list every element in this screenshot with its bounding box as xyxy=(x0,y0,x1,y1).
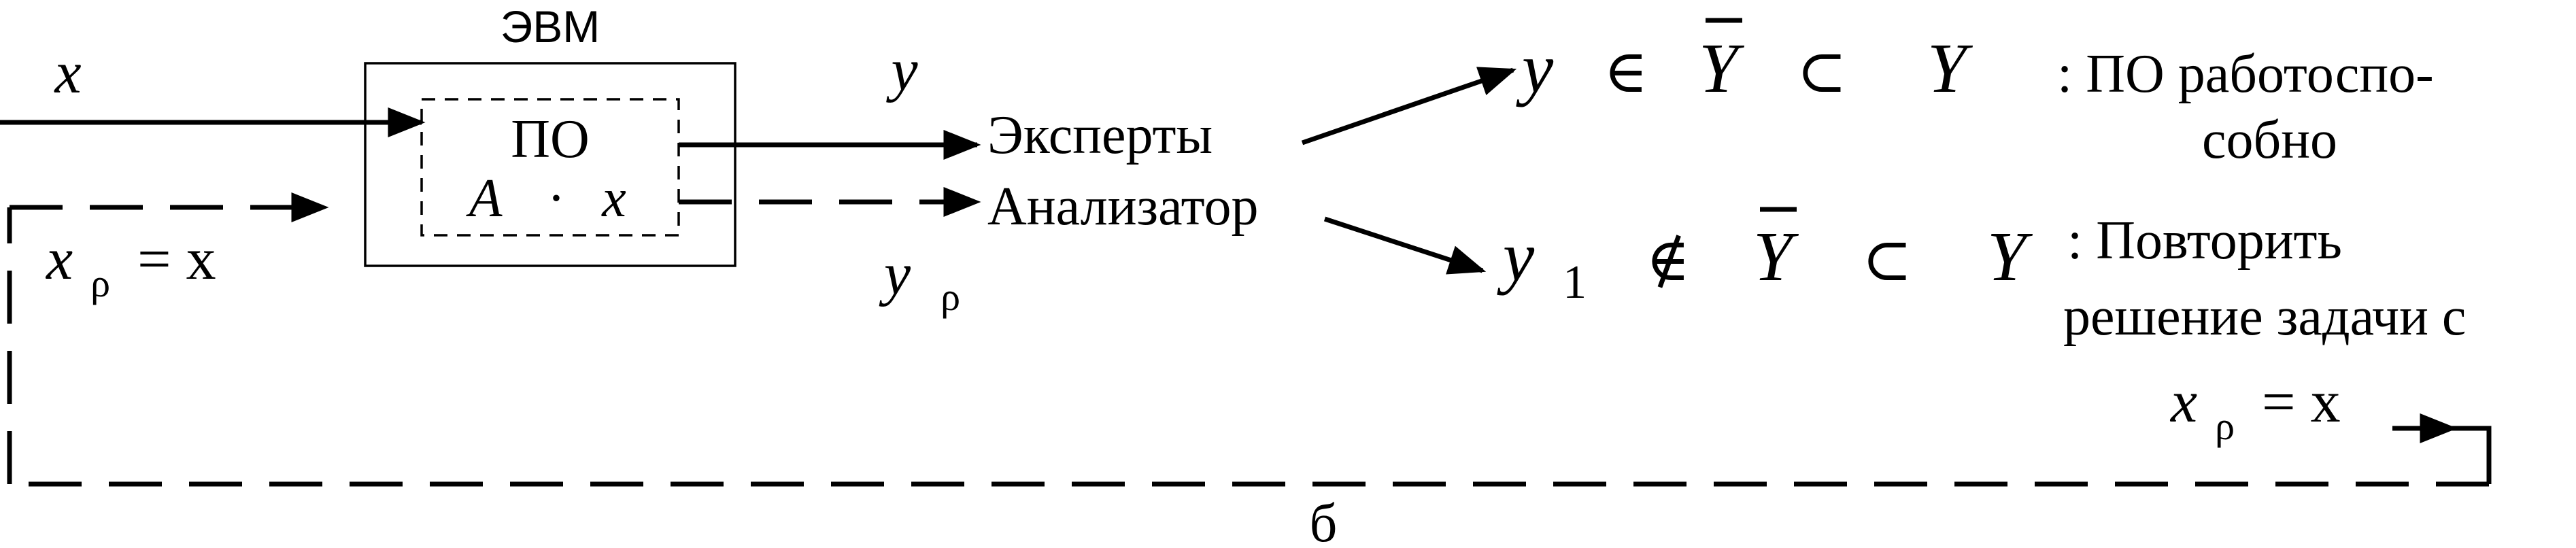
xp-left-eq: = x xyxy=(137,226,216,292)
operator-A: A xyxy=(466,169,503,228)
repeat-text-line2: решение задачи с xyxy=(2063,287,2466,347)
output-y-label: y xyxy=(885,37,918,103)
repeat-y-subscript: 1 xyxy=(1563,256,1587,309)
feedback-loop-right xyxy=(2448,426,2492,484)
arrow-to-repeat xyxy=(1323,216,1487,275)
repeat-xp-eq: = x xyxy=(2262,369,2341,435)
repeat-Y: Y xyxy=(1987,218,2033,296)
outcome-ok-formula: y ∈ Y ⊂ Y xyxy=(1516,18,1973,107)
xp-left-subscript: ρ xyxy=(90,261,110,305)
node-experts: Эксперты xyxy=(987,105,1213,165)
xp-left-symbol: x xyxy=(45,226,73,292)
software-box xyxy=(420,98,680,237)
ok-subset: ⊂ xyxy=(1797,39,1847,105)
ok-in: ∈ xyxy=(1604,39,1648,105)
arrow-to-ok xyxy=(1301,67,1517,145)
computer-title: ЭВМ xyxy=(501,1,600,52)
outcome-repeat-formula: y 1 ∉ Y ⊂ Y xyxy=(1497,207,2033,309)
ok-Y: Y xyxy=(1927,29,1973,107)
computer-box xyxy=(364,62,736,267)
repeat-y: y 1 xyxy=(1497,218,1587,309)
repeat-subset: ⊂ xyxy=(1862,228,1912,294)
yp-subscript: ρ xyxy=(940,275,960,319)
operator-dot: · xyxy=(547,169,566,228)
ok-text-line1: : ПО работоспо- xyxy=(2057,44,2434,104)
repeat-Ybar: Y xyxy=(1753,218,1799,296)
yp-symbol: y xyxy=(879,241,911,307)
node-analyzer: Анализатор xyxy=(987,177,1258,237)
figure-caption: б xyxy=(1310,494,1338,548)
software-label: ПО xyxy=(511,109,590,169)
operator-x: x xyxy=(601,169,626,228)
repeat-text-line1: : Повторить xyxy=(2067,211,2342,271)
yp-label: y ρ xyxy=(879,241,960,319)
ok-Ybar: Y xyxy=(1699,29,1745,107)
ok-text-line2: собно xyxy=(2202,110,2337,170)
input-x-label: x xyxy=(53,40,81,106)
xp-label-left: x ρ = x xyxy=(45,226,216,310)
repeat-xp-label: x ρ = x xyxy=(2169,369,2341,453)
repeat-xp-symbol: x xyxy=(2169,369,2197,435)
repeat-xp-subscript: ρ xyxy=(2215,404,2235,448)
repeat-notin: ∉ xyxy=(1646,228,1690,294)
ok-y: y xyxy=(1516,29,1554,107)
repeat-y-symbol: y xyxy=(1497,218,1535,296)
